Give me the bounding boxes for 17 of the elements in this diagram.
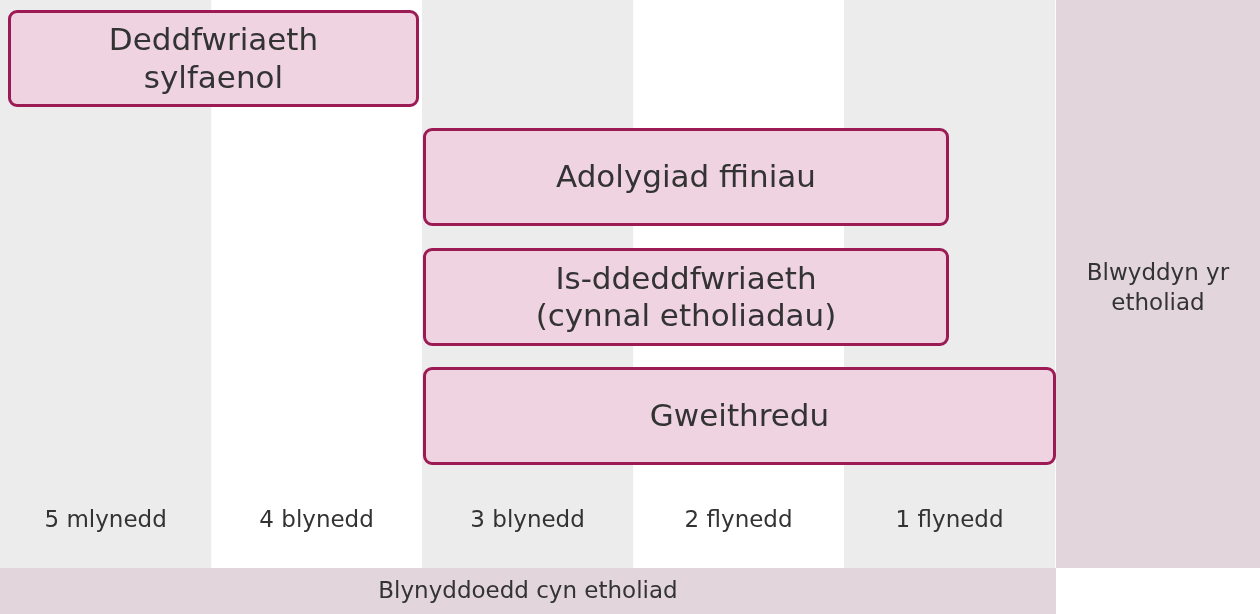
- year-label: 5 mlynedd: [44, 506, 167, 532]
- stage-box: [423, 248, 949, 346]
- stage-label: Deddfwriaeth sylfaenol: [107, 21, 320, 96]
- year-label: 4 blynedd: [259, 506, 374, 532]
- stage-box: [8, 10, 419, 107]
- year-label: 3 blynedd: [470, 506, 585, 532]
- band-label: Blynyddoedd cyn etholiad: [378, 576, 678, 606]
- timeline-band: [1056, 0, 1260, 568]
- band-label: Blwyddyn yr etholiad: [1085, 258, 1231, 317]
- stage-box: [423, 128, 949, 226]
- timeline-band: [0, 568, 1056, 614]
- stage-label: Gweithredu: [649, 397, 830, 435]
- stage-label: Adolygiad ffiniau: [556, 158, 816, 196]
- stage-label: Is-ddeddfwriaeth (cynnal etholiadau): [534, 259, 838, 335]
- year-label: 1 flynedd: [895, 506, 1004, 532]
- year-label: 2 flynedd: [684, 506, 793, 532]
- stage-box: [423, 367, 1056, 465]
